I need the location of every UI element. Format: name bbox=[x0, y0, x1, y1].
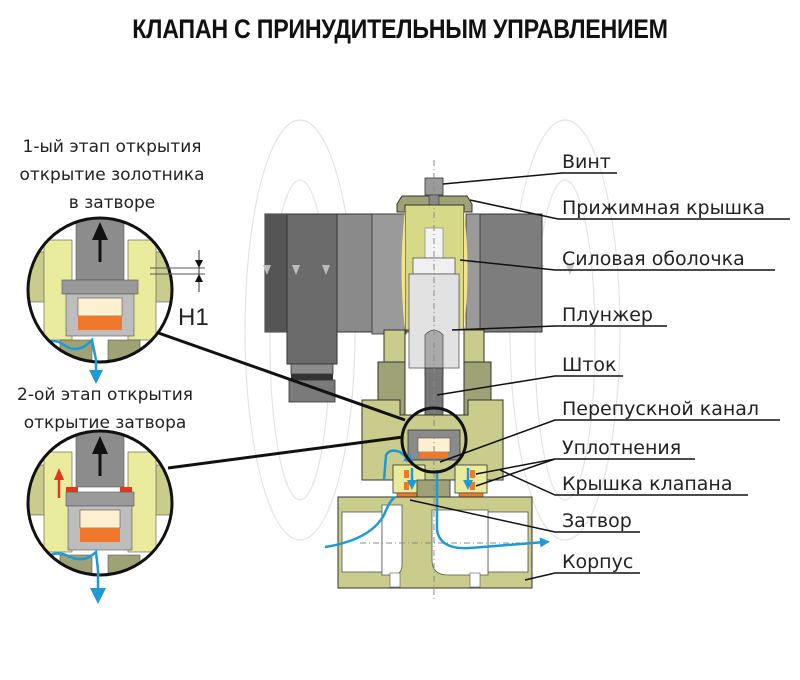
flow-arrows bbox=[324, 449, 550, 550]
label-power-sleeve: Силовая оболочка bbox=[562, 248, 745, 270]
coil-right-half bbox=[469, 213, 543, 333]
coil-inner-right bbox=[465, 213, 481, 335]
label-seals: Уплотнения bbox=[562, 437, 681, 459]
stage1-caption-line1: 1-ый этап открытия bbox=[23, 137, 202, 157]
label-bypass-channel: Перепускной канал bbox=[562, 398, 759, 420]
label-stem: Шток bbox=[562, 354, 617, 376]
label-valve-cover: Крышка клапана bbox=[562, 473, 733, 495]
label-plunger: Плунжер bbox=[562, 304, 653, 326]
part-labels bbox=[409, 172, 790, 581]
label-screw: Винт bbox=[562, 151, 611, 173]
detail-stage-2 bbox=[26, 429, 174, 604]
magnify-indicator bbox=[400, 406, 468, 474]
detail-stage-1 bbox=[26, 216, 205, 364]
h1-dimension-label: H1 bbox=[178, 304, 209, 331]
label-housing: Корпус bbox=[562, 551, 633, 573]
label-pressure-cap: Прижимная крышка bbox=[562, 197, 765, 219]
stage2-caption-line1: 2-ой этап открытия bbox=[17, 385, 193, 405]
coil-inner-left bbox=[371, 213, 407, 335]
stage2-caption-line2: открытие затвора bbox=[24, 413, 187, 433]
stage1-caption-line3: в затворе bbox=[69, 193, 155, 213]
label-gate: Затвор bbox=[562, 510, 632, 532]
page-title: КЛАПАН С ПРИНУДИТЕЛЬНЫМ УПРАВЛЕНИЕМ bbox=[132, 14, 668, 44]
stage1-caption-line2: открытие золотника bbox=[19, 165, 204, 185]
